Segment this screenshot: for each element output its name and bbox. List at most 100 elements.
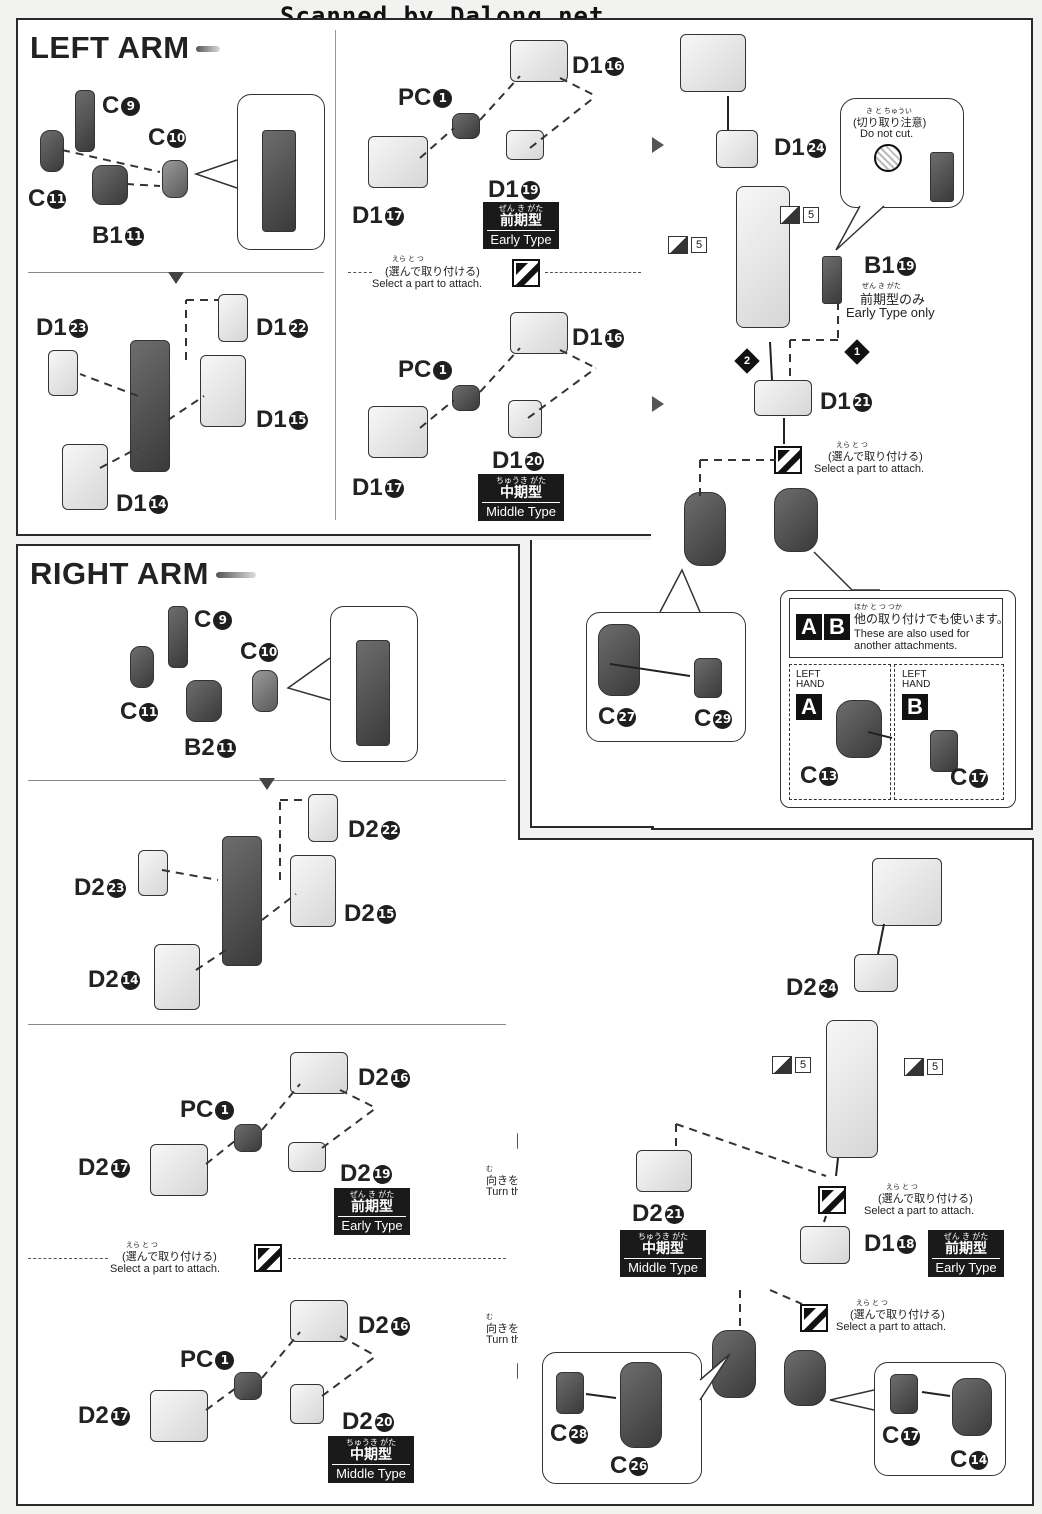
do-not-cut-ruby: き と ちゅうい <box>866 108 912 115</box>
arm-part <box>308 794 338 842</box>
select-attach-icon <box>254 1244 282 1272</box>
arm-part <box>40 130 64 172</box>
shoulder-block <box>680 34 746 92</box>
right-arm-title: RIGHT ARM <box>30 556 209 591</box>
hand-part <box>774 488 818 552</box>
left-arm-title: LEFT ARM <box>30 30 190 65</box>
shoulder-block <box>872 858 942 926</box>
turn-note-ruby-2: む <box>486 1314 493 1321</box>
small-part <box>290 1384 324 1424</box>
early-type-badge: ぜん き がた 前期型 Early Type <box>483 202 559 249</box>
arm-part <box>290 855 336 927</box>
also-used-en2: another attachments. <box>854 640 958 652</box>
arm-part <box>218 294 248 342</box>
select-divider-right <box>288 1258 506 1259</box>
hand-part <box>556 1372 584 1414</box>
arm-part <box>162 160 188 198</box>
arm-part <box>138 850 168 896</box>
flow-arrow-icon <box>652 137 664 153</box>
arm-part <box>154 944 200 1010</box>
hand-part <box>836 700 882 758</box>
hand-part <box>684 492 726 566</box>
select-divider-left <box>28 1258 108 1259</box>
flow-arrow-icon <box>652 396 664 412</box>
small-part <box>822 256 842 304</box>
elbow-part <box>636 1150 692 1192</box>
middle-type-badge: ちゅうき がた 中期型 Middle Type <box>328 1436 414 1483</box>
arm-part <box>200 355 246 427</box>
hand-part <box>890 1374 918 1414</box>
select-note-ja-lr1: (選んで取り付ける) <box>878 1193 973 1205</box>
elbow-part <box>754 380 812 416</box>
arm-part <box>186 680 222 722</box>
polycap-part <box>234 1372 262 1400</box>
select-note-en-ur: Select a part to attach. <box>814 463 925 475</box>
left-arm-divider <box>335 30 336 520</box>
reference-marker: 5 <box>780 206 819 224</box>
polycap-part <box>452 113 480 139</box>
hand-b-box <box>894 664 1004 800</box>
step-divider <box>28 1024 506 1025</box>
letter-b-box: B <box>824 614 850 640</box>
reference-marker: 5 <box>904 1058 943 1076</box>
reference-marker: 5 <box>668 236 707 254</box>
right-arm-swoosh <box>216 572 256 578</box>
select-attach-icon <box>818 1186 846 1214</box>
shoulder-block <box>368 406 428 458</box>
arm-part <box>62 444 108 510</box>
shoulder-block <box>150 1390 208 1442</box>
select-note-ruby-lr1: えら と つ <box>886 1184 918 1191</box>
select-note-ruby-lr2: えら と つ <box>856 1300 888 1307</box>
select-divider-left <box>348 272 372 273</box>
select-attach-icon <box>800 1304 828 1332</box>
hand-part <box>620 1362 662 1448</box>
arm-detail-part <box>262 130 296 232</box>
select-note-en-lr2: Select a part to attach. <box>836 1321 947 1333</box>
step-marker-1: 1 <box>844 339 870 365</box>
shoulder-block <box>150 1144 208 1196</box>
down-arrow-icon <box>168 272 184 284</box>
hand-part <box>598 624 640 696</box>
no-cut-icon <box>874 144 902 172</box>
shoulder-joint-part <box>716 130 758 168</box>
small-part <box>288 1142 326 1172</box>
do-not-cut-ja: (切り取り注意) <box>853 117 927 129</box>
early-only-ruby: ぜん き がた <box>862 283 901 290</box>
arm-assembly <box>222 836 262 966</box>
letter-a-box: A <box>796 614 822 640</box>
pc-joint-part <box>510 40 568 82</box>
arm-part <box>168 606 188 668</box>
also-used-ruby: ほか と つ つか <box>854 604 902 611</box>
hand-b-letter: B <box>902 694 928 720</box>
also-used-ja: 他の取り付けでも使います。 <box>854 612 1009 626</box>
select-attach-icon <box>774 446 802 474</box>
select-note-ja: (選んで取り付ける) <box>385 266 480 278</box>
